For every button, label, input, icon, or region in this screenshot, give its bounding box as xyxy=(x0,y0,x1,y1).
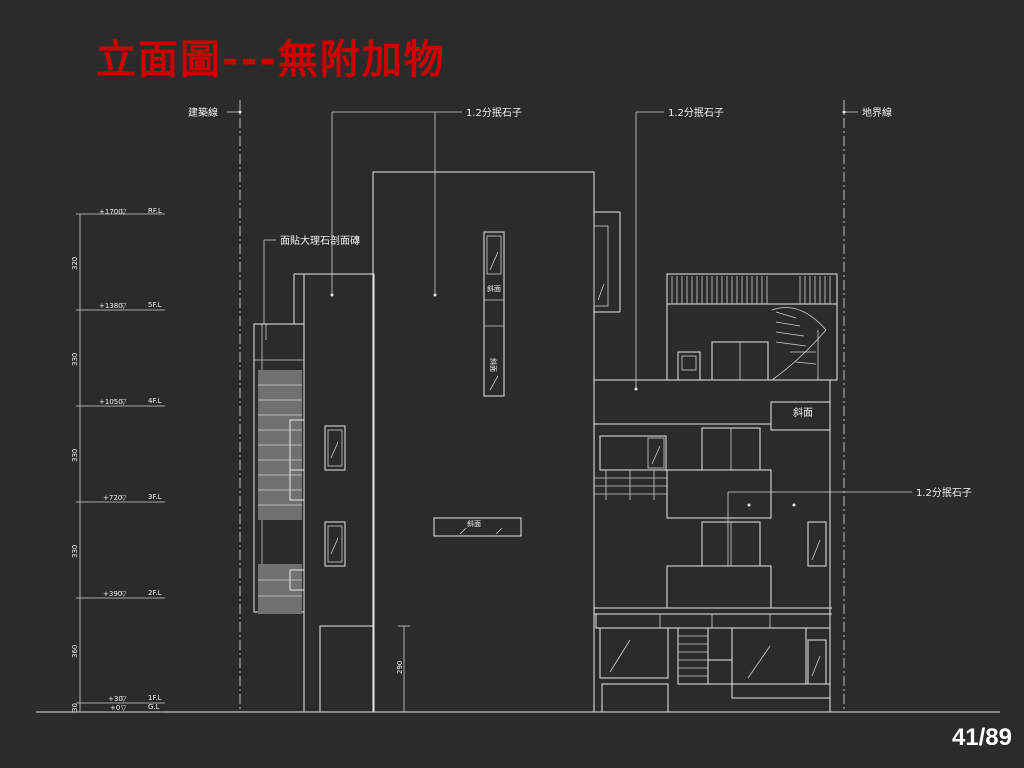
svg-text:▽: ▽ xyxy=(121,494,127,502)
svg-text:▽: ▽ xyxy=(121,398,127,406)
slope-center-label: 斜面 xyxy=(467,519,481,528)
level-name-2f: 2F.L xyxy=(148,589,162,597)
slope-window-lower-label: 斜面 xyxy=(489,358,498,372)
level-elev-1f: +30 xyxy=(108,695,123,703)
dim-320: 320 xyxy=(71,257,79,270)
level-elev-2f: +390 xyxy=(103,590,122,598)
level-name-3f: 3F.L xyxy=(148,493,162,501)
wash-stone-label-2: 1.2分抿石子 xyxy=(668,106,724,119)
marble-tile-label: 面貼大理石剖面磚 xyxy=(280,234,360,247)
slope-label-right: 斜面 xyxy=(793,406,813,419)
level-elev-5f: +1380 xyxy=(99,302,123,310)
left-balcony: 面貼大理石剖面磚 xyxy=(253,234,360,614)
page-title: 立面圖---無附加物 xyxy=(96,37,446,83)
page-number: 41/89 xyxy=(951,724,1012,751)
spiral-stair xyxy=(771,307,827,381)
door-height-dim: 290 xyxy=(396,661,404,674)
right-wing: 斜面 1.2分抿石子 1.2分抿石子 xyxy=(593,106,972,713)
left-tower xyxy=(293,112,375,713)
svg-text:▽: ▽ xyxy=(121,590,127,598)
dim-330-c: 330 xyxy=(71,545,79,558)
level-name-rf: RF.L xyxy=(148,207,162,215)
level-name-4f: 4F.L xyxy=(148,397,162,405)
svg-text:▽: ▽ xyxy=(121,704,127,712)
svg-text:▽: ▽ xyxy=(121,208,127,216)
level-elev-rf: +1700 xyxy=(99,208,123,216)
boundary-line-label: 地界線 xyxy=(862,106,892,119)
level-elev-gl: +0 xyxy=(110,704,120,712)
dim-360: 360 xyxy=(71,645,79,658)
wash-stone-label-3: 1.2分抿石子 xyxy=(916,486,972,499)
svg-text:▽: ▽ xyxy=(121,695,127,703)
center-tower: 斜面 斜面 斜面 1.2分抿石子 290 xyxy=(332,106,621,713)
dim-330-b: 330 xyxy=(71,449,79,462)
level-elev-4f: +1050 xyxy=(99,398,123,406)
slope-window-top-label: 斜面 xyxy=(487,284,501,293)
level-elev-3f: +720 xyxy=(103,494,122,502)
level-name-1f: 1F.L xyxy=(148,694,162,702)
level-name-gl: G.L xyxy=(148,703,160,711)
level-name-5f: 5F.L xyxy=(148,301,162,309)
svg-text:▽: ▽ xyxy=(121,302,127,310)
dim-30: 30 xyxy=(71,703,79,712)
dim-330-a: 330 xyxy=(71,353,79,366)
building-line-label: 建築線 xyxy=(188,106,218,119)
wash-stone-label-1: 1.2分抿石子 xyxy=(466,106,522,119)
marble-tile-wall-lower xyxy=(258,564,302,614)
level-markers: +1700 ▽ RF.L +1380 ▽ 5F.L +1050 ▽ 4F.L +… xyxy=(71,207,165,713)
